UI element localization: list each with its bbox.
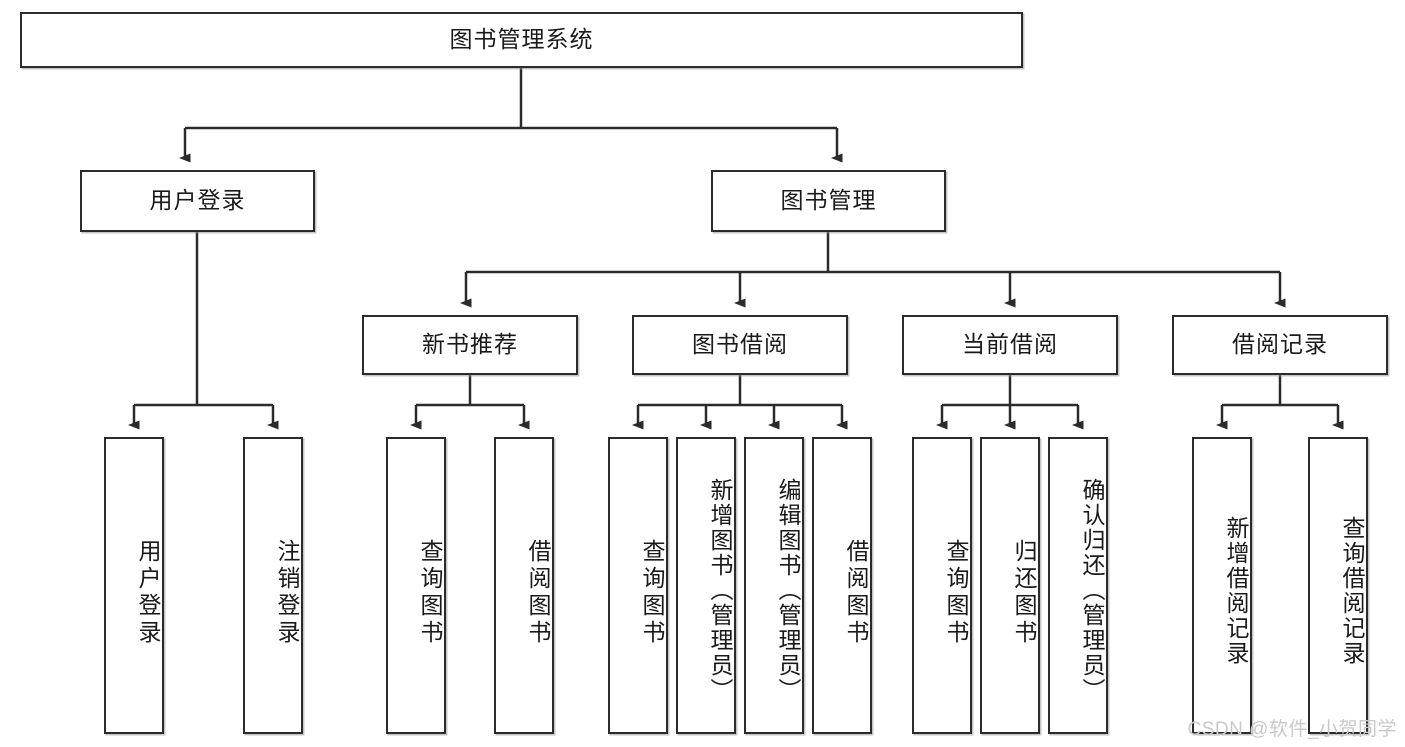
leaf-query-book-borrow[interactable]: 查询图书 xyxy=(608,437,668,734)
leaf-user-logout[interactable]: 注销登录 xyxy=(243,437,303,734)
leaf-query-book-newbook[interactable]: 查询图书 xyxy=(386,437,446,734)
leaf-add-book-admin[interactable]: 新增图书（管理员） xyxy=(676,437,736,734)
node-new-book-recommend[interactable]: 新书推荐 xyxy=(362,315,578,375)
node-user-login[interactable]: 用户登录 xyxy=(80,170,315,232)
node-borrow-record[interactable]: 借阅记录 xyxy=(1172,315,1388,375)
leaf-user-login[interactable]: 用户登录 xyxy=(104,437,164,734)
leaf-query-borrow-record[interactable]: 查询借阅记录 xyxy=(1308,437,1368,734)
leaf-query-book-current[interactable]: 查询图书 xyxy=(912,437,972,734)
leaf-return-book[interactable]: 归还图书 xyxy=(980,437,1040,734)
csdn-watermark: CSDN @软件_小贺同学 xyxy=(1187,719,1397,740)
node-current-borrow[interactable]: 当前借阅 xyxy=(902,315,1118,375)
node-book-borrow[interactable]: 图书借阅 xyxy=(632,315,848,375)
node-book-management[interactable]: 图书管理 xyxy=(711,170,946,232)
node-root[interactable]: 图书管理系统 xyxy=(20,12,1023,68)
leaf-confirm-return-admin[interactable]: 确认归还（管理员） xyxy=(1048,437,1108,734)
leaf-edit-book-admin[interactable]: 编辑图书（管理员） xyxy=(744,437,804,734)
leaf-add-borrow-record[interactable]: 新增借阅记录 xyxy=(1192,437,1252,734)
leaf-borrow-book-borrow[interactable]: 借阅图书 xyxy=(812,437,872,734)
leaf-borrow-book-newbook[interactable]: 借阅图书 xyxy=(494,437,554,734)
